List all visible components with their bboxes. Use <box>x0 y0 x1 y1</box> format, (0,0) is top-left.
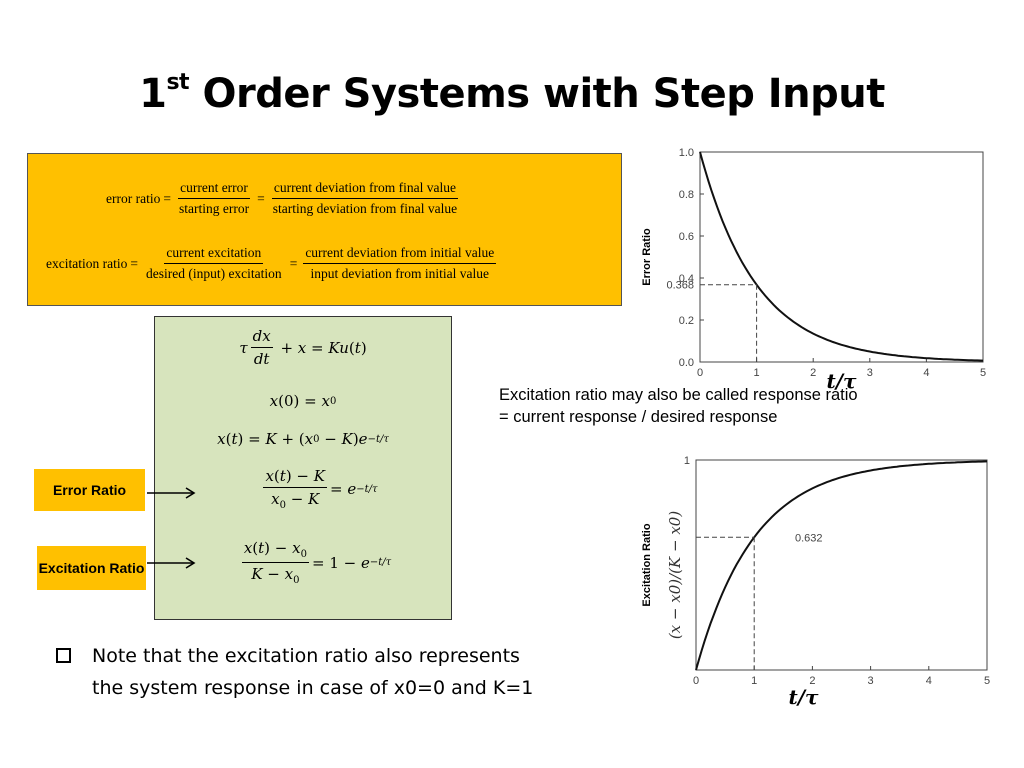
x-tick-label: 2 <box>810 367 816 379</box>
plot-frame <box>695 459 988 671</box>
y-tick-label: 0.8 <box>679 189 694 201</box>
y-tick-label: 0.2 <box>679 315 694 327</box>
excitation-ratio-arrow-icon <box>147 557 196 569</box>
error-ratio-arrow-icon <box>147 487 196 499</box>
x-tick-label: 0 <box>697 367 703 379</box>
excitation-ratio-label: Excitation Ratio <box>37 546 146 590</box>
x-tick-label: 1 <box>751 675 757 687</box>
y-tick-label: 1 <box>684 455 690 467</box>
note-line-1: Excitation ratio may also be called resp… <box>499 386 858 404</box>
excitation-ratio-lhs: excitation ratio <box>46 255 128 271</box>
slide-title: 1st Order Systems with Step Input <box>0 70 1024 117</box>
bullet-text: Note that the excitation ratio also repr… <box>92 640 533 704</box>
x-tick-label: 3 <box>868 675 874 687</box>
excitation-num-1: current excitation <box>164 245 264 264</box>
x-axis-label: t/τ <box>827 369 858 393</box>
x-axis-label: t/τ <box>789 685 820 709</box>
y-axis-label: Excitation Ratio <box>641 523 653 606</box>
y-axis-label-secondary: (x − x0)/(K − x0) <box>666 511 684 639</box>
excitation-num-2: current deviation from initial value <box>303 245 497 264</box>
excitation-ratio-fraction-1: current excitation desired (input) excit… <box>144 245 284 282</box>
checkbox-bullet-icon <box>56 648 71 663</box>
excitation-den-2: input deviation from initial value <box>310 266 490 281</box>
error-ratio-fraction-2: current deviation from final value start… <box>271 180 459 217</box>
error-ratio-lhs: error ratio <box>106 190 161 206</box>
error-ratio-label: Error Ratio <box>34 469 145 511</box>
y-tick-label: 0.6 <box>679 231 694 243</box>
y-tick-label: 0.0 <box>679 357 694 369</box>
x-tick-label: 3 <box>867 367 873 379</box>
plot-frame <box>699 151 984 363</box>
excitation-note: Excitation ratio may also be called resp… <box>499 384 858 428</box>
y-tick-label: 0.4 <box>679 273 694 285</box>
annotation-label: 0.368 <box>666 280 694 292</box>
excitation-ratio-definition: excitation ratio = current excitation de… <box>46 245 497 282</box>
ratio-definitions-box: error ratio = current error starting err… <box>27 153 622 306</box>
series-line <box>695 460 988 671</box>
excitation-den-1: desired (input) excitation <box>145 266 282 281</box>
excitation-ratio-fraction-2: current deviation from initial value inp… <box>303 245 497 282</box>
x-tick-label: 4 <box>926 675 932 687</box>
excitation-ratio-chart: 0 1 2 3 4 5 1 0.632 t/τ Excitation Ratio (x − x0)/… <box>641 455 990 709</box>
x-tick-label: 1 <box>754 367 760 379</box>
error-num-2: current deviation from final value <box>271 180 459 199</box>
y-tick-label: 1.0 <box>679 147 694 159</box>
bullet-line-1: Note that the excitation ratio also repr… <box>92 645 520 667</box>
title-main: 1 <box>139 71 167 117</box>
error-ratio-chart: 0 1 2 3 4 5 0.0 0.2 0.4 0.6 0.8 1.0 0.368 t/τ Error Ra… <box>641 147 986 393</box>
title-superscript: st <box>166 70 190 95</box>
series-line <box>699 151 984 362</box>
x-tick-label: 2 <box>809 675 815 687</box>
error-den-2: starting deviation from final value <box>272 201 458 216</box>
error-ratio-label-text: Error Ratio <box>52 481 127 498</box>
title-rest: Order Systems with Step Input <box>189 71 885 117</box>
annotation-label: 0.632 <box>795 532 823 544</box>
error-den-1: starting error <box>178 201 250 216</box>
x-tick-label: 5 <box>980 367 986 379</box>
note-line-2: = current response / desired response <box>499 408 778 426</box>
x-tick-label: 4 <box>923 367 929 379</box>
error-ratio-definition: error ratio = current error starting err… <box>106 180 459 217</box>
x-tick-label: 5 <box>984 675 990 687</box>
error-ratio-fraction-1: current error starting error <box>177 180 251 217</box>
x-tick-label: 0 <box>693 675 699 687</box>
excitation-ratio-label-text: Excitation Ratio <box>38 559 145 576</box>
error-num-1: current error <box>178 180 250 199</box>
bullet-line-2: the system response in case of x0=0 and … <box>92 677 534 699</box>
y-axis-label: Error Ratio <box>641 228 653 286</box>
